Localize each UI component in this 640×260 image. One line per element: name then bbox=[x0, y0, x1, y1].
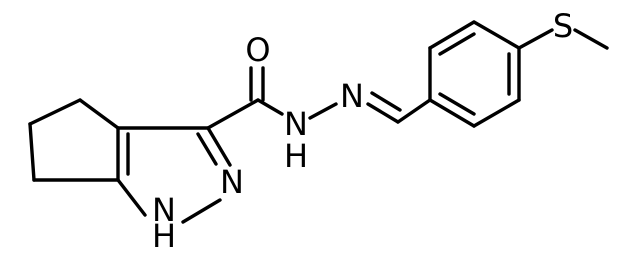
bond-c3-n2-double bbox=[196, 132, 218, 166]
bond-n2-n1 bbox=[181, 198, 222, 224]
atom-h-label: H bbox=[284, 137, 308, 175]
bond-b6-b1 bbox=[428, 98, 476, 128]
bond-b6-b1-double bbox=[438, 92, 476, 116]
bond-n-ch bbox=[366, 102, 400, 124]
bond-s-methyl bbox=[573, 28, 609, 50]
atom-s-label: S bbox=[553, 7, 573, 45]
atom-n-label: N bbox=[284, 105, 308, 143]
bond-ch-ring bbox=[396, 98, 432, 124]
bond-c5-c6 bbox=[28, 98, 82, 126]
bond-c3-n2 bbox=[206, 126, 232, 167]
bond-c4-c5 bbox=[78, 98, 120, 130]
bond-b3-b4 bbox=[472, 20, 521, 50]
atom-labels: O N H N N N H S bbox=[152, 7, 573, 255]
bond-b2-b3 bbox=[428, 20, 476, 50]
bond-c6-c7 bbox=[28, 122, 36, 182]
bond-ring-s bbox=[517, 28, 554, 50]
bonds bbox=[28, 20, 609, 224]
atom-n-label: N bbox=[340, 77, 364, 115]
bond-b2-b3-double bbox=[438, 32, 476, 56]
atom-n-label: N bbox=[152, 191, 176, 229]
bond-n-ch-double bbox=[370, 91, 402, 112]
atom-o-label: O bbox=[245, 31, 270, 69]
atom-h-label: H bbox=[152, 217, 176, 255]
bond-n-n bbox=[308, 102, 338, 120]
bond-n1-c7a bbox=[116, 178, 147, 217]
bond-b5-b6 bbox=[472, 98, 521, 128]
bond-c3-carbonyl bbox=[206, 98, 260, 130]
bond-carbonyl-n bbox=[256, 98, 284, 116]
atom-n-label: N bbox=[220, 163, 244, 201]
